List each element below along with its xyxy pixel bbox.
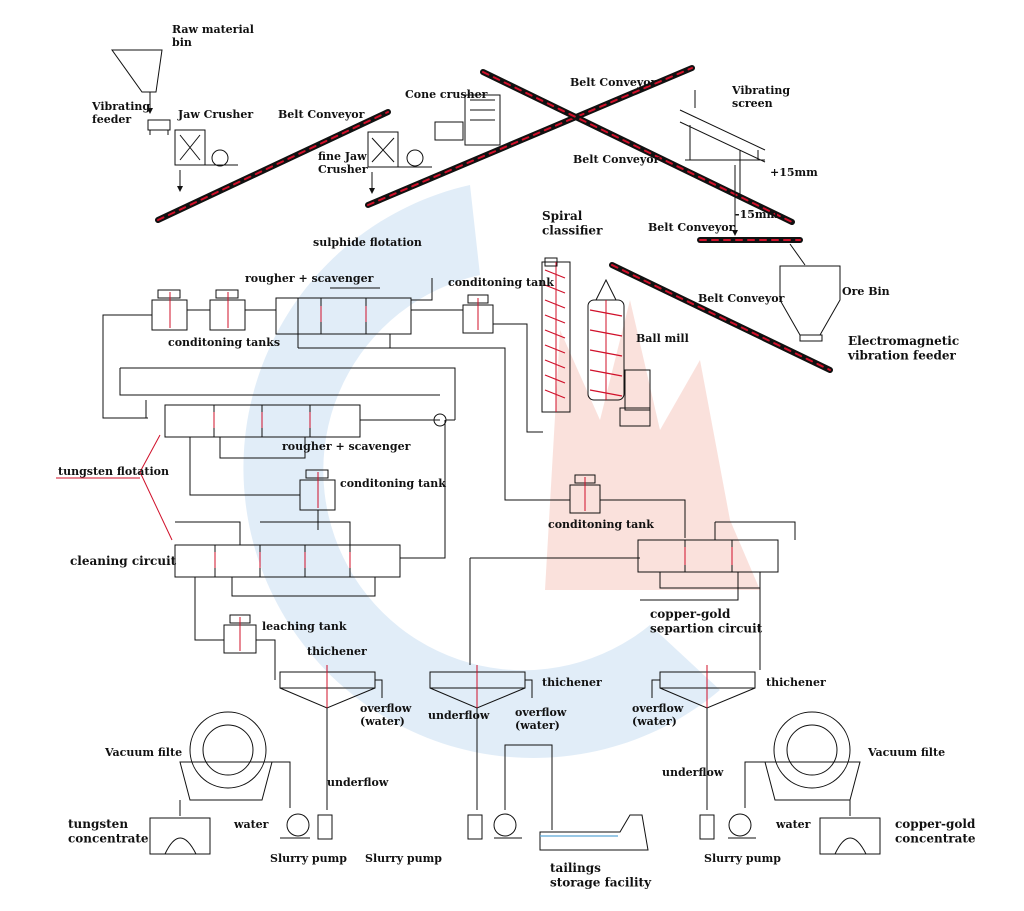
label-belt-conveyor-3: Belt Conveyor (573, 153, 660, 166)
cone-crusher (434, 94, 501, 146)
belt-conveyor-1 (155, 109, 391, 223)
vacuum-filter-left (179, 711, 291, 810)
raw-material-bin (111, 49, 163, 114)
label-minus-15mm: -15mm (735, 208, 779, 221)
ball-mill (587, 278, 651, 427)
slurry-pump-right (699, 761, 780, 840)
fine-jaw-crusher (367, 131, 432, 194)
label-belt-conveyor-5: Belt Conveyor (698, 292, 785, 305)
label-vacuum-filter-right: Vacuum filte (867, 746, 945, 759)
leaching-tank (223, 614, 276, 680)
label-conditioning-tank-mid: conditoning tank (340, 477, 446, 490)
thickener-right (651, 665, 756, 810)
ore-bin (779, 243, 841, 342)
conditioning-tanks-pair (102, 289, 276, 419)
cleaning-circuit-cells (174, 420, 640, 641)
tailings-pond (539, 814, 649, 851)
tungsten-rougher-cells (164, 404, 455, 459)
belt-conveyor-2 (365, 65, 695, 208)
label-plus-15mm: +15mm (770, 166, 818, 179)
label-underflow-2: underflow (428, 709, 490, 722)
label-cleaning-circuit: cleaning circuit (70, 554, 177, 568)
label-overflow-3: overflow(water) (632, 702, 684, 728)
label-underflow-3: underflow (662, 766, 724, 779)
label-overflow-2: overflow(water) (515, 706, 567, 732)
vibrating-feeder (147, 119, 171, 135)
label-ore-bin: Ore Bin (842, 285, 890, 298)
label-water-right: water (775, 818, 811, 831)
label-conditioning-tanks: conditoning tanks (168, 336, 280, 349)
jaw-crusher (174, 129, 238, 192)
label-slurry-pump-1: Slurry pump (270, 852, 347, 865)
label-cone-crusher: Cone crusher (405, 88, 488, 101)
label-rougher-scavenger-1: rougher + scavenger (245, 272, 374, 285)
label-rougher-scavenger-2: rougher + scavenger (282, 440, 411, 453)
label-belt-conveyor-1: Belt Conveyor (278, 108, 365, 121)
vibrating-screen (679, 90, 766, 236)
slurry-pump-middle (467, 744, 553, 840)
label-vacuum-filter-left: Vacuum filte (104, 746, 182, 759)
label-ball-mill: Ball mill (636, 332, 689, 345)
belt-conveyor-5 (609, 262, 833, 373)
label-thickener-2: thichener (542, 676, 602, 689)
watermark-logo (243, 185, 760, 758)
label-thickener-1: thichener (307, 645, 367, 658)
label-belt-conveyor-2: Belt Conveyor (570, 76, 657, 89)
label-slurry-pump-2: Slurry pump (365, 852, 442, 865)
label-conditioning-tank-right: conditoning tank (548, 518, 654, 531)
slurry-pump-left (280, 813, 333, 840)
label-underflow-1: underflow (327, 776, 389, 789)
label-slurry-pump-3: Slurry pump (704, 852, 781, 865)
conditioning-tank-top (411, 294, 543, 433)
label-water-left: water (233, 818, 269, 831)
tungsten-concentrate-bin (149, 800, 211, 855)
copper-gold-concentrate-bin (819, 800, 881, 855)
tungsten-flotation-pointer (56, 434, 173, 541)
copper-gold-cells (637, 521, 796, 670)
conditioning-tank-mid (189, 437, 336, 530)
thickener-left (279, 665, 383, 810)
vacuum-filter-right (764, 711, 861, 801)
label-overflow-1: overflow(water) (360, 702, 412, 728)
thickener-middle (429, 665, 533, 810)
label-conditioning-tank-top: conditoning tank (448, 276, 554, 289)
label-leaching-tank: leaching tank (262, 620, 347, 633)
return-lines-upper (119, 334, 686, 538)
label-thickener-3: thichener (766, 676, 826, 689)
spiral-classifier (541, 257, 571, 413)
label-sulphide-flotation: sulphide flotation (313, 236, 422, 249)
label-belt-conveyor-4: Belt Conveyor (648, 221, 735, 234)
label-tungsten-flotation: tungsten flotation (58, 465, 169, 478)
label-jaw-crusher: Jaw Crusher (177, 108, 253, 121)
conditioning-tank-right (569, 474, 601, 514)
